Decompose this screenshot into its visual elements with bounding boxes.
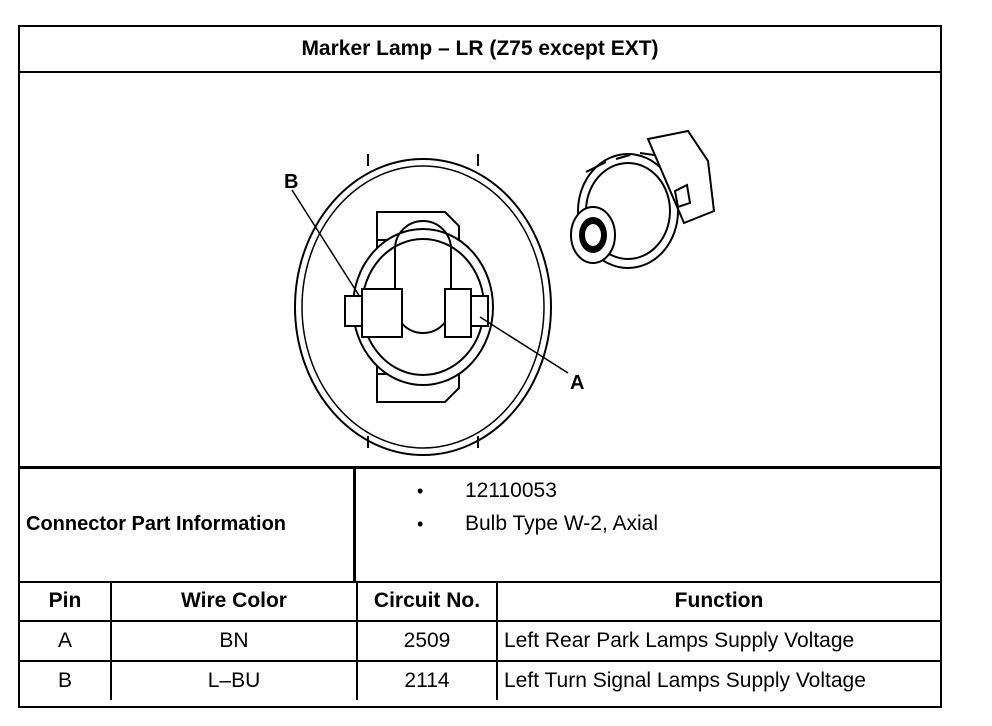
cell-circuit-no: 2114 <box>356 660 498 700</box>
outer-face-notches <box>367 154 479 448</box>
socket-tab <box>673 183 692 209</box>
pin-table: Pin Wire Color Circuit No. Function A BN… <box>20 582 940 700</box>
header-circuit-no: Circuit No. <box>356 582 498 622</box>
terminal-a-contact <box>444 288 472 338</box>
page-title: Marker Lamp – LR (Z75 except EXT) <box>20 27 940 73</box>
bullet-icon: • <box>417 513 424 534</box>
table-header-row: Pin Wire Color Circuit No. Function <box>20 582 940 622</box>
connector-face-drawing: B A <box>284 129 716 456</box>
socket-body <box>646 129 716 225</box>
table-row: A BN 2509 Left Rear Park Lamps Supply Vo… <box>20 620 940 662</box>
connector-info-list: • 12110053 • Bulb Type W-2, Axial <box>359 467 940 581</box>
cell-wire-color: BN <box>110 620 358 662</box>
outer-face-outline <box>294 158 552 456</box>
connector-info-label: Connector Part Information <box>20 467 356 581</box>
connector-sheet: Marker Lamp – LR (Z75 except EXT) <box>18 25 942 708</box>
header-function: Function <box>496 582 940 622</box>
bullet-icon: • <box>417 480 424 501</box>
cell-function: Left Turn Signal Lamps Supply Voltage <box>496 660 940 700</box>
terminal-a <box>470 295 489 327</box>
cell-wire-color: L–BU <box>110 660 358 700</box>
terminal-b <box>344 295 363 327</box>
cell-pin: B <box>20 660 112 700</box>
leader-line-b <box>291 189 361 298</box>
socket-ribs <box>585 152 655 173</box>
terminal-b-contact <box>361 288 403 338</box>
info-item: • Bulb Type W-2, Axial <box>359 509 940 539</box>
cell-function: Left Rear Park Lamps Supply Voltage <box>496 620 940 662</box>
header-wire-color: Wire Color <box>110 582 358 622</box>
part-number: 12110053 <box>465 479 557 502</box>
bulb-socket-illustration <box>570 129 716 269</box>
callout-a: A <box>570 372 584 394</box>
callout-b: B <box>284 171 298 193</box>
cell-pin: A <box>20 620 112 662</box>
bulb-type: Bulb Type W-2, Axial <box>465 512 658 535</box>
connector-info-row: Connector Part Information • 12110053 • … <box>20 467 940 583</box>
header-pin: Pin <box>20 582 112 622</box>
outer-face-inner-outline <box>301 165 545 449</box>
table-row: B L–BU 2114 Left Turn Signal Lamps Suppl… <box>20 660 940 700</box>
info-item: • 12110053 <box>359 476 940 506</box>
leader-line-a <box>479 316 569 374</box>
cell-circuit-no: 2509 <box>356 620 498 662</box>
connector-diagram: B A <box>20 71 940 469</box>
